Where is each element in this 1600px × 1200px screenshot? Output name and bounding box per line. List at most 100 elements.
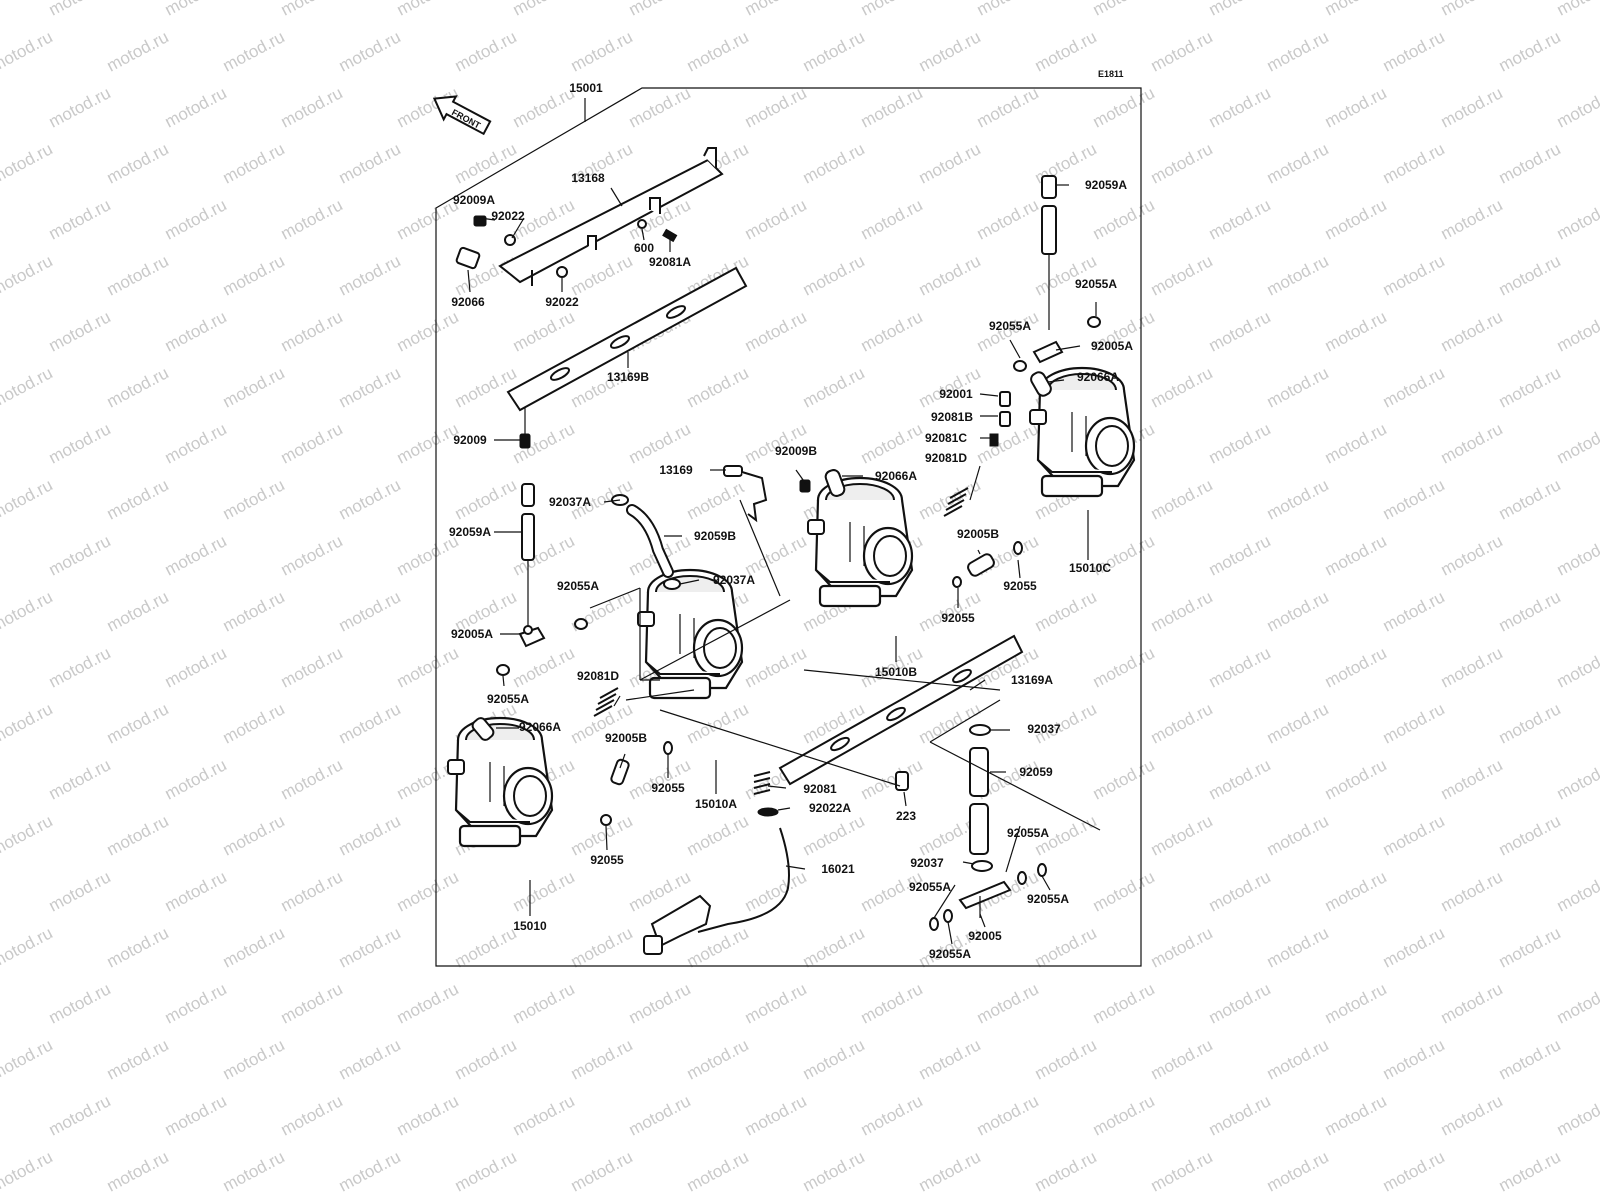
watermark-text: motod.ru bbox=[684, 27, 752, 75]
part-label-92059b: 92059B bbox=[694, 529, 736, 543]
watermark-text: motod.ru bbox=[1264, 27, 1332, 75]
watermark-text: motod.ru bbox=[1206, 419, 1274, 467]
watermark-text: motod.ru bbox=[742, 195, 810, 243]
watermark-text: motod.ru bbox=[46, 307, 114, 355]
leader-line bbox=[767, 785, 787, 789]
watermark-text: motod.ru bbox=[510, 83, 578, 131]
leader-line bbox=[502, 675, 505, 687]
part-label-92055-l1: 92055 bbox=[651, 781, 685, 795]
part-label-92055a-r3: 92055A bbox=[1027, 892, 1069, 906]
watermark-text: motod.ru bbox=[220, 1147, 288, 1195]
part-label-16021: 16021 bbox=[821, 862, 855, 876]
watermark-text: motod.ru bbox=[162, 755, 230, 803]
watermark-text: motod.ru bbox=[684, 475, 752, 523]
part-label-13169b: 13169B bbox=[607, 370, 649, 384]
watermark-text: motod.ru bbox=[336, 699, 404, 747]
carburetor-15010C bbox=[1029, 366, 1136, 498]
watermark-text: motod.ru bbox=[1438, 195, 1506, 243]
watermark-text: motod.ru bbox=[162, 419, 230, 467]
assembly-frame bbox=[435, 87, 1142, 967]
watermark-text: motod.ru bbox=[220, 251, 288, 299]
watermark-text: motod.ru bbox=[858, 419, 926, 467]
watermark-text: motod.ru bbox=[1148, 27, 1216, 75]
watermark-text: motod.ru bbox=[1206, 755, 1274, 803]
watermark-text: motod.ru bbox=[1090, 755, 1158, 803]
watermark-text: motod.ru bbox=[510, 643, 578, 691]
watermark-text: motod.ru bbox=[510, 307, 578, 355]
watermark-text: motod.ru bbox=[858, 979, 926, 1027]
leader-line bbox=[785, 865, 806, 870]
watermark-text: motod.ru bbox=[220, 1035, 288, 1083]
watermark-text: motod.ru bbox=[800, 27, 868, 75]
leader-line bbox=[933, 884, 956, 919]
watermark-text: motod.ru bbox=[1554, 1091, 1600, 1139]
watermark-text: motod.ru bbox=[278, 531, 346, 579]
part-label-92066a-l: 92066A bbox=[519, 720, 561, 734]
part-label-13169: 13169 bbox=[659, 463, 693, 477]
leader-line bbox=[1047, 379, 1065, 383]
watermark-text: motod.ru bbox=[1380, 587, 1448, 635]
watermark-text: motod.ru bbox=[858, 195, 926, 243]
watermark-text: motod.ru bbox=[1090, 979, 1158, 1027]
watermark-text: motod.ru bbox=[1554, 867, 1600, 915]
watermark-text: motod.ru bbox=[974, 1091, 1042, 1139]
watermark-text: motod.ru bbox=[1264, 139, 1332, 187]
leader-line bbox=[1055, 345, 1081, 351]
part-label-92055a-r6: 92055A bbox=[989, 319, 1031, 333]
watermark-text: motod.ru bbox=[278, 0, 346, 20]
watermark-text: motod.ru bbox=[1554, 531, 1600, 579]
watermark-text: motod.ru bbox=[974, 195, 1042, 243]
watermark-text: motod.ru bbox=[394, 867, 462, 915]
part-label-15010c: 15010C bbox=[1069, 561, 1111, 575]
watermark-text: motod.ru bbox=[1554, 195, 1600, 243]
screw-223 bbox=[895, 771, 909, 791]
watermark-text: motod.ru bbox=[800, 1147, 868, 1195]
watermark-text: motod.ru bbox=[278, 867, 346, 915]
part-label-92055a-l2: 92055A bbox=[487, 692, 529, 706]
watermark-text: motod.ru bbox=[1148, 1035, 1216, 1083]
group-line bbox=[739, 499, 781, 597]
part-label-92022a: 92022 bbox=[491, 209, 525, 223]
watermark-text: motod.ru bbox=[1380, 923, 1448, 971]
watermark-text: motod.ru bbox=[1380, 811, 1448, 859]
part-label-13169a: 13169A bbox=[1011, 673, 1053, 687]
watermark-text: motod.ru bbox=[1148, 139, 1216, 187]
watermark-text: motod.ru bbox=[1380, 1147, 1448, 1195]
watermark-text: motod.ru bbox=[1322, 643, 1390, 691]
leader-line bbox=[613, 695, 621, 707]
part-label-92081: 92081 bbox=[803, 782, 837, 796]
watermark-text: motod.ru bbox=[858, 1091, 926, 1139]
part-label-92001: 92001 bbox=[939, 387, 973, 401]
leader-line bbox=[625, 689, 695, 701]
watermark-text: motod.ru bbox=[568, 923, 636, 971]
watermark-text: motod.ru bbox=[452, 475, 520, 523]
watermark-text: motod.ru bbox=[104, 923, 172, 971]
link-13169 bbox=[723, 465, 846, 523]
watermark-text: motod.ru bbox=[220, 699, 288, 747]
part-label-15001: 15001 bbox=[569, 81, 603, 95]
watermark-text: motod.ru bbox=[1322, 419, 1390, 467]
leader-line bbox=[603, 499, 621, 503]
watermark-text: motod.ru bbox=[800, 251, 868, 299]
watermark-text: motod.ru bbox=[1496, 811, 1564, 859]
watermark-text: motod.ru bbox=[1264, 475, 1332, 523]
carburetor-15010 bbox=[447, 716, 554, 848]
watermark-text: motod.ru bbox=[394, 643, 462, 691]
watermark-text: motod.ru bbox=[510, 0, 578, 20]
watermark-text: motod.ru bbox=[1206, 979, 1274, 1027]
part-label-15010: 15010 bbox=[513, 919, 547, 933]
watermark-text: motod.ru bbox=[0, 139, 56, 187]
watermark-text: motod.ru bbox=[220, 475, 288, 523]
group-line bbox=[659, 709, 901, 787]
watermark-text: motod.ru bbox=[220, 363, 288, 411]
watermark-text: motod.ru bbox=[1438, 419, 1506, 467]
watermark-text: motod.ru bbox=[452, 363, 520, 411]
watermark-text: motod.ru bbox=[626, 1091, 694, 1139]
watermark-text: motod.ru bbox=[510, 979, 578, 1027]
group-line bbox=[639, 599, 791, 681]
part-label-92055-r: 92055 bbox=[1003, 579, 1037, 593]
part-label-92037-b: 92037 bbox=[910, 856, 944, 870]
group-line bbox=[929, 699, 1001, 743]
watermark-text: motod.ru bbox=[1090, 0, 1158, 20]
watermark-text: motod.ru bbox=[1380, 1035, 1448, 1083]
